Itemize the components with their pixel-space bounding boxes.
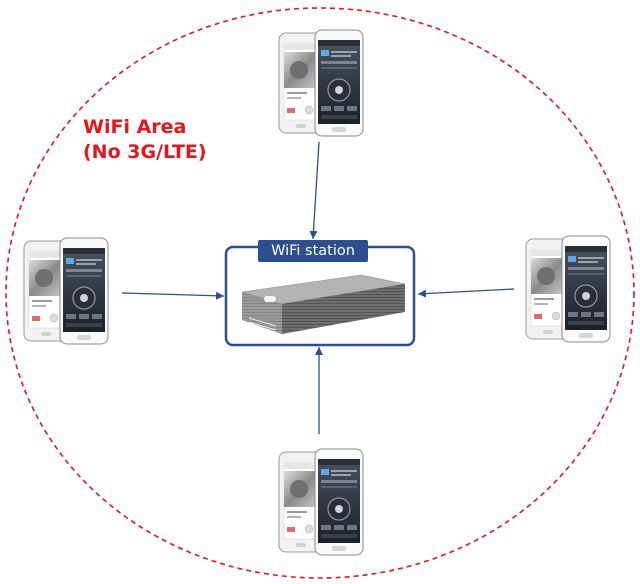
right-phone-pair bbox=[525, 235, 611, 343]
arrow-right-to-station bbox=[417, 288, 515, 298]
arrow-top-to-station bbox=[309, 141, 320, 240]
wifi-area-boundary bbox=[5, 7, 635, 579]
left-phone-pair bbox=[23, 237, 109, 345]
bottom-phone-pair bbox=[278, 448, 364, 556]
wifi-station-label: WiFi station bbox=[258, 240, 368, 262]
arrow-left-to-station bbox=[121, 291, 225, 300]
wifi-area-subtitle: (No 3G/LTE) bbox=[83, 141, 207, 163]
router-device-icon bbox=[241, 274, 406, 334]
top-phone-pair bbox=[278, 29, 364, 137]
wifi-area-title: WiFi Area bbox=[83, 116, 187, 138]
